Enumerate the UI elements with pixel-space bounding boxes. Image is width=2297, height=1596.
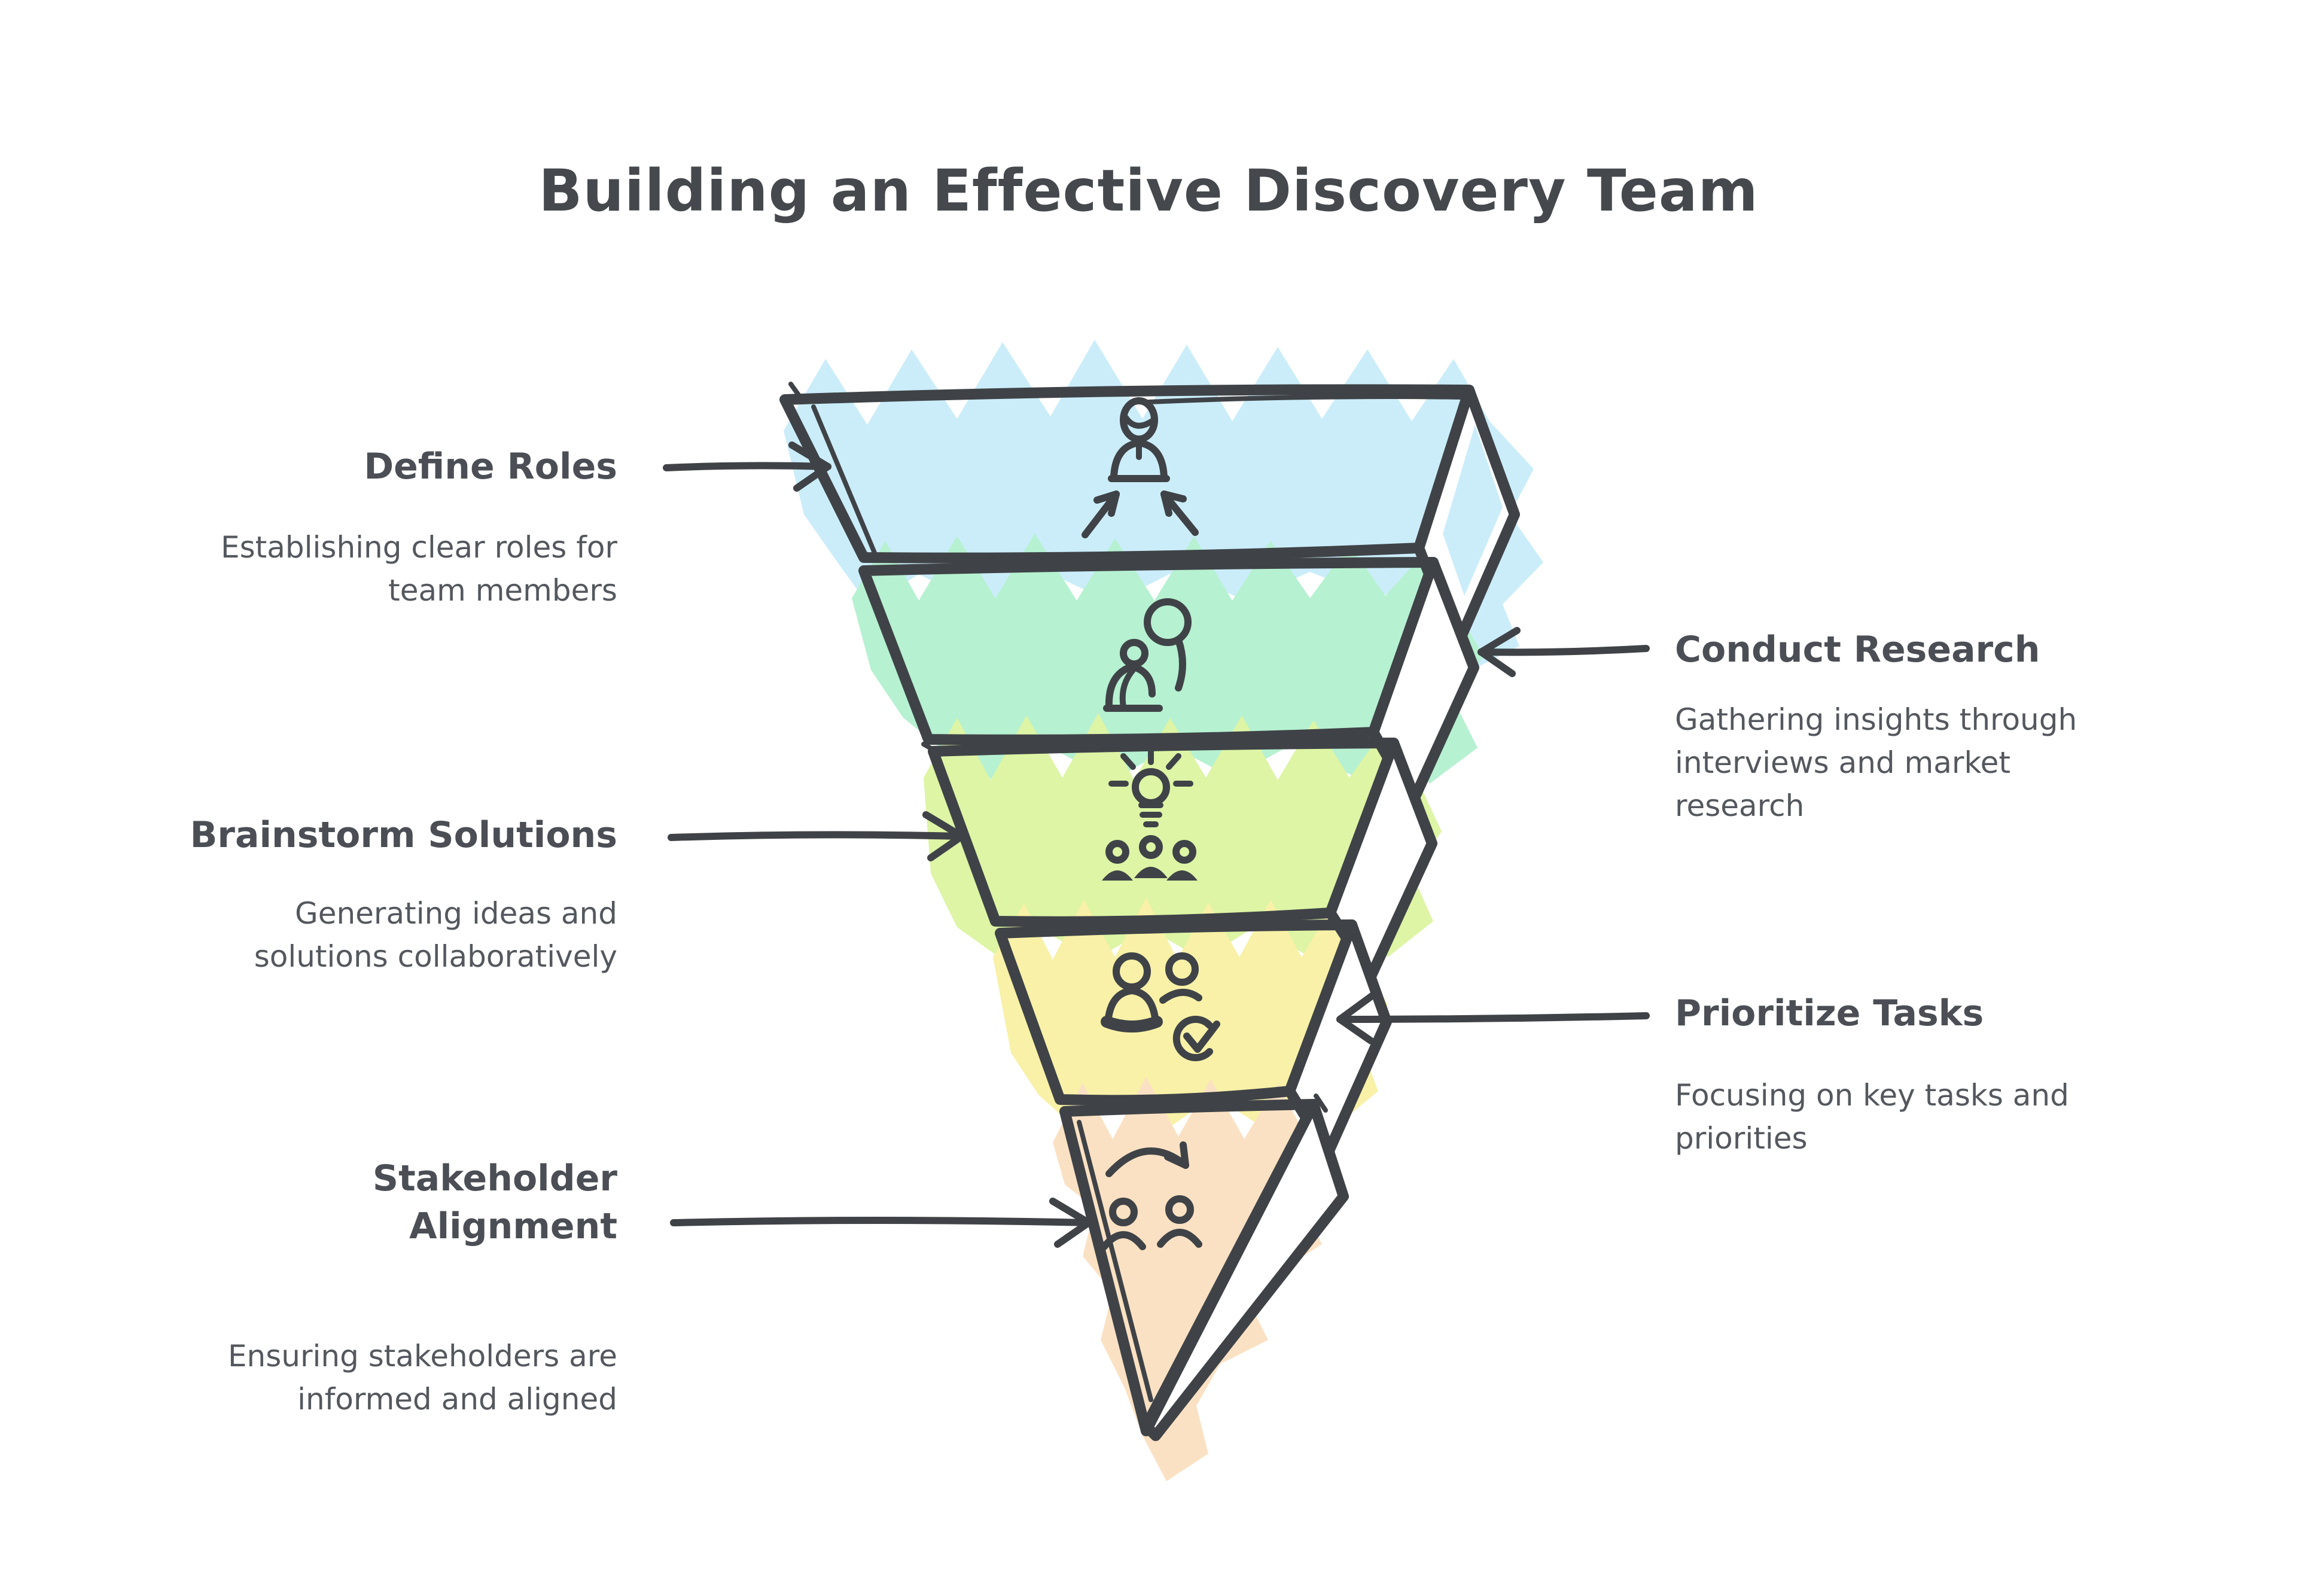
level-4-name: Prioritize Tasks [1675, 993, 1984, 1035]
level-3-description: Generating ideas and solutions collabora… [254, 896, 617, 974]
desc-brainstorm-solutions: Generating ideas and solutions collabora… [115, 893, 617, 979]
level-4-scribble [993, 897, 1388, 1129]
people-check-icon [1101, 952, 1220, 1061]
level-2-scribble [852, 534, 1483, 784]
connector-arrow-conduct-research [1477, 627, 1650, 677]
connector-arrow-stakeholder-alignment [670, 1198, 1092, 1248]
connector-arrow-brainstorm-solutions [668, 811, 965, 861]
desc-conduct-research: Gathering insights through interviews an… [1675, 699, 2225, 828]
connector-arrow-define-roles [663, 441, 831, 492]
desc-prioritize-tasks: Focusing on key tasks and priorities [1675, 1074, 2225, 1161]
level-1-name: Define Roles [364, 446, 617, 488]
idea-group-icon [1102, 745, 1198, 881]
level-3-name: Brainstorm Solutions [190, 815, 617, 857]
person-magnifier-icon [1103, 598, 1192, 712]
level-4-description: Focusing on key tasks and priorities [1675, 1078, 2069, 1156]
level-1-description: Establishing clear roles for team member… [221, 530, 617, 608]
level-5-scribble [1053, 1077, 1338, 1481]
funnel-front-faces [779, 382, 1475, 1436]
level-2-description: Gathering insights through interviews an… [1675, 702, 2077, 823]
label-brainstorm-solutions: Brainstorm Solutions [115, 812, 617, 860]
connector-arrow-prioritize-tasks [1336, 989, 1650, 1044]
desc-define-roles: Establishing clear roles for team member… [115, 526, 617, 613]
page-title: Building an Effective Discovery Team [538, 158, 1759, 225]
level-3-scribble [924, 713, 1442, 960]
label-define-roles: Define Roles [115, 444, 617, 492]
label-stakeholder-alignment: Stakeholder Alignment [115, 1156, 617, 1251]
label-prioritize-tasks: Prioritize Tasks [1675, 991, 2225, 1038]
level-5-name: Stakeholder Alignment [372, 1158, 617, 1248]
person-target-icon [1082, 397, 1199, 538]
level-2-name: Conduct Research [1675, 629, 2040, 671]
label-conduct-research: Conduct Research [1675, 627, 2225, 675]
handoff-people-icon [1101, 1141, 1202, 1250]
desc-stakeholder-alignment: Ensuring stakeholders are informed and a… [115, 1335, 617, 1421]
level-5-description: Ensuring stakeholders are informed and a… [227, 1339, 617, 1417]
